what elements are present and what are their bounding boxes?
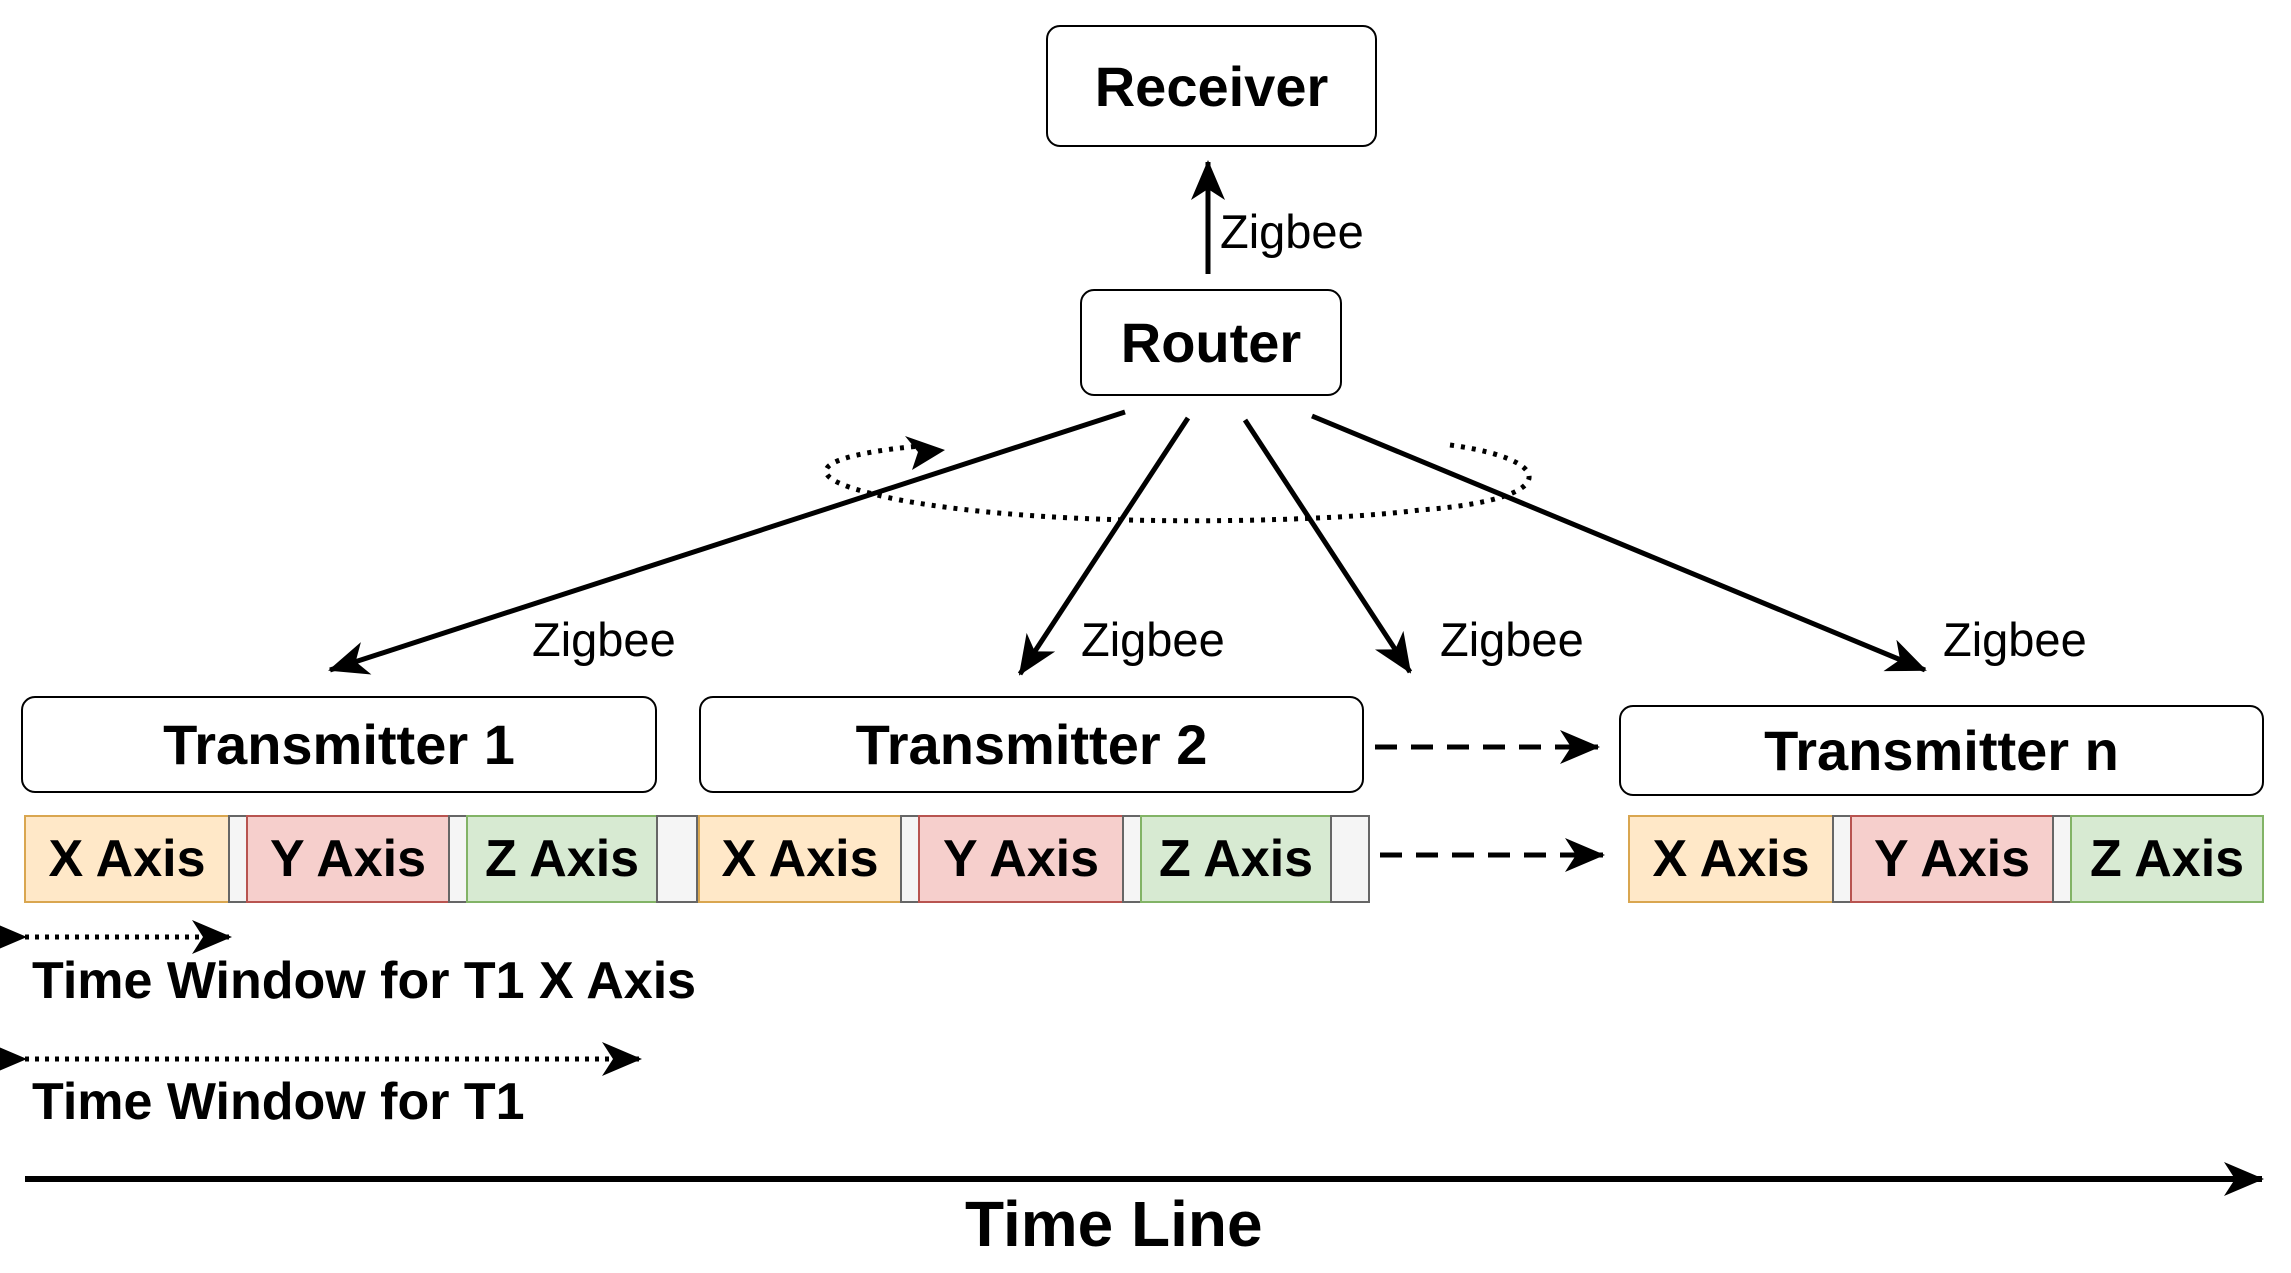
tn-y-axis-slot: Y Axis xyxy=(1850,815,2054,903)
time-window-axis-label: Time Window for T1 X Axis xyxy=(32,952,697,1010)
t1-z-axis-slot: Z Axis xyxy=(466,815,658,903)
tn-gap-1 xyxy=(1832,815,1852,903)
link-label-t1: Zigbee xyxy=(532,613,676,666)
arrow-router-to-tn xyxy=(1311,413,1927,673)
link-label-router-receiver: Zigbee xyxy=(1220,205,1364,258)
link-label-t2: Zigbee xyxy=(1081,613,1225,666)
tn-z-axis-slot: Z Axis xyxy=(2070,815,2264,903)
tn-gap-2 xyxy=(2052,815,2072,903)
transmitter-1-node: Transmitter 1 xyxy=(21,696,657,793)
link-label-t3: Zigbee xyxy=(1440,613,1584,666)
t2-y-axis-slot: Y Axis xyxy=(918,815,1124,903)
t1-gap-2 xyxy=(448,815,468,903)
rotation-arrow-head xyxy=(905,436,945,470)
router-node: Router xyxy=(1080,289,1342,396)
arrow-router-to-t2 xyxy=(1017,416,1191,676)
t1-x-axis-slot: X Axis xyxy=(24,815,230,903)
t2-gap-2 xyxy=(1122,815,1142,903)
transmitter-n-node: Transmitter n xyxy=(1619,705,2264,796)
timeline-label: Time Line xyxy=(965,1188,1263,1260)
t1-gap-1 xyxy=(228,815,248,903)
tn-x-axis-slot: X Axis xyxy=(1628,815,1834,903)
arrow-router-to-t3 xyxy=(1242,418,1413,674)
transmitter-2-node: Transmitter 2 xyxy=(699,696,1364,793)
t2-z-axis-slot: Z Axis xyxy=(1140,815,1332,903)
receiver-node: Receiver xyxy=(1046,25,1377,147)
t1-y-axis-slot: Y Axis xyxy=(246,815,450,903)
link-label-tn: Zigbee xyxy=(1943,613,2087,666)
t1-gap-3 xyxy=(656,815,698,903)
t2-x-axis-slot: X Axis xyxy=(698,815,902,903)
t2-gap-3 xyxy=(1330,815,1370,903)
arrow-router-to-t1 xyxy=(328,409,1126,675)
time-window-t1-label: Time Window for T1 xyxy=(32,1073,525,1131)
t2-gap-1 xyxy=(900,815,920,903)
